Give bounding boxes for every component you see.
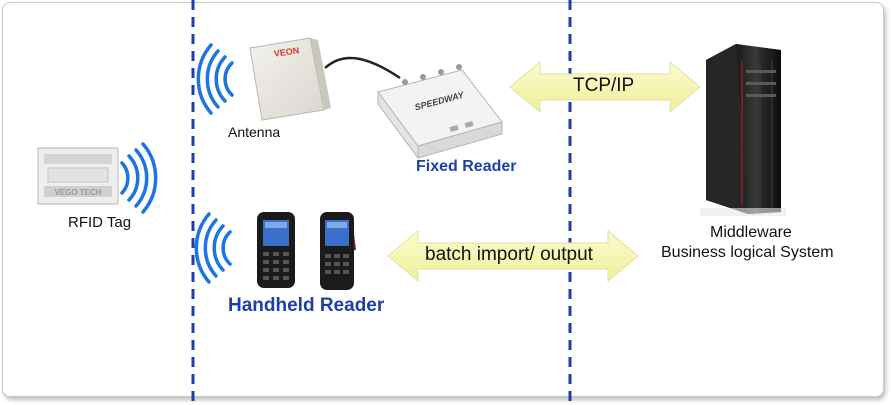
business-logical-system-label: Business logical System	[661, 244, 834, 261]
fixed-reader-label: Fixed Reader	[416, 158, 517, 175]
antenna-brand-logo: VEON	[273, 45, 300, 58]
tag-print-text: VEGO TECH	[54, 188, 101, 197]
middleware-server-image	[700, 44, 786, 216]
handheld-device-1	[257, 212, 295, 288]
antenna-cable	[324, 56, 401, 80]
tcp-ip-arrow	[509, 60, 701, 114]
antenna-waves-icon	[196, 43, 234, 115]
rfid-tag-label: RFID Tag	[68, 214, 132, 231]
batch-import-output-label: batch import/ output	[425, 244, 593, 265]
handheld-waves-icon	[194, 212, 232, 284]
fixed-reader-image: SPEEDWAY	[377, 64, 503, 160]
batch-arrow	[387, 229, 639, 283]
rfid-tag-image: VEGO TECH	[37, 147, 119, 205]
handheld-reader-label: Handheld Reader	[228, 295, 385, 316]
tag-waves-icon	[120, 142, 158, 214]
middleware-label: Middleware	[710, 224, 792, 241]
tcp-ip-label: TCP/IP	[573, 75, 635, 96]
handheld-device-2	[320, 212, 356, 290]
antenna-label: Antenna	[228, 124, 281, 140]
antenna-image: VEON	[249, 37, 331, 121]
